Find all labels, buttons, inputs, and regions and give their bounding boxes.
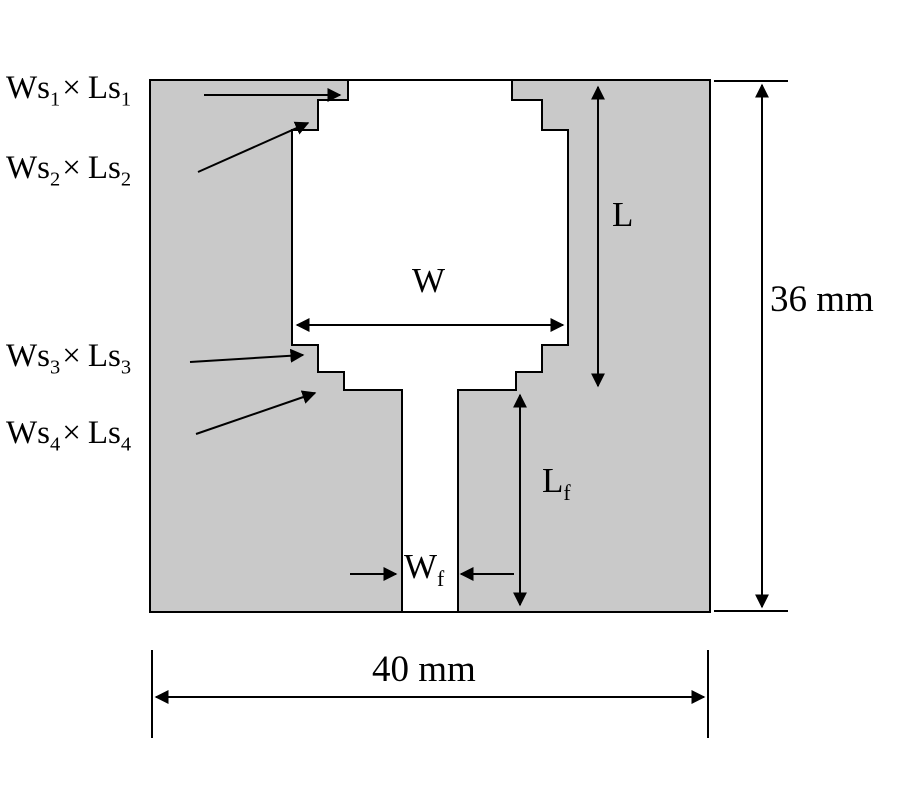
ws2-ls2-arrow xyxy=(197,121,310,173)
ls4-sub: 4 xyxy=(120,433,132,456)
ws3-base: Ws xyxy=(6,338,50,374)
ws2-base: Ws xyxy=(6,150,50,186)
ls2-sub: 2 xyxy=(120,168,132,191)
ls3-sub: 3 xyxy=(120,356,132,379)
ws4-base: Ws xyxy=(6,415,50,451)
slot-width-text: W xyxy=(412,261,446,300)
label-ws3-ls3: Ws3×Ls3 xyxy=(6,338,131,378)
label-ws2-ls2: Ws2×Ls2 xyxy=(6,150,131,190)
label-feed-width: Wf xyxy=(404,547,444,590)
overall-width-text: 40 mm xyxy=(372,649,476,690)
ws2-times: × xyxy=(62,150,81,186)
ws4-times: × xyxy=(62,415,81,451)
feed-length-sub: f xyxy=(563,481,571,505)
label-slot-length: L xyxy=(612,195,634,235)
ls3-base: Ls xyxy=(87,338,121,374)
label-ws1-ls1: Ws1×Ls1 xyxy=(6,70,131,110)
ls1-sub: 1 xyxy=(120,88,132,111)
ls2-base: Ls xyxy=(87,150,121,186)
label-overall-height: 36 mm xyxy=(770,279,874,321)
ls4-base: Ls xyxy=(87,415,121,451)
ws3-sub: 3 xyxy=(50,356,61,379)
ws2-sub: 2 xyxy=(50,168,61,191)
feed-width-sub: f xyxy=(437,567,445,591)
feed-width-base: W xyxy=(404,547,438,586)
dimension-lines xyxy=(151,80,788,738)
label-slot-width: W xyxy=(412,261,446,301)
ls1-base: Ls xyxy=(87,70,121,106)
label-overall-width: 40 mm xyxy=(372,649,476,691)
label-ws4-ls4: Ws4×Ls4 xyxy=(6,415,131,455)
slot-length-text: L xyxy=(612,195,634,234)
ws1-times: × xyxy=(62,70,81,106)
ws1-sub: 1 xyxy=(50,88,61,111)
ws3-times: × xyxy=(62,338,81,374)
ws3-ls3-arrow xyxy=(189,348,305,363)
ws1-base: Ws xyxy=(6,70,50,106)
ws4-sub: 4 xyxy=(50,433,61,456)
feed-length-base: L xyxy=(542,461,564,500)
label-feed-length: Lf xyxy=(542,461,571,504)
ws4-ls4-arrow xyxy=(195,390,317,435)
overall-height-text: 36 mm xyxy=(770,279,874,320)
